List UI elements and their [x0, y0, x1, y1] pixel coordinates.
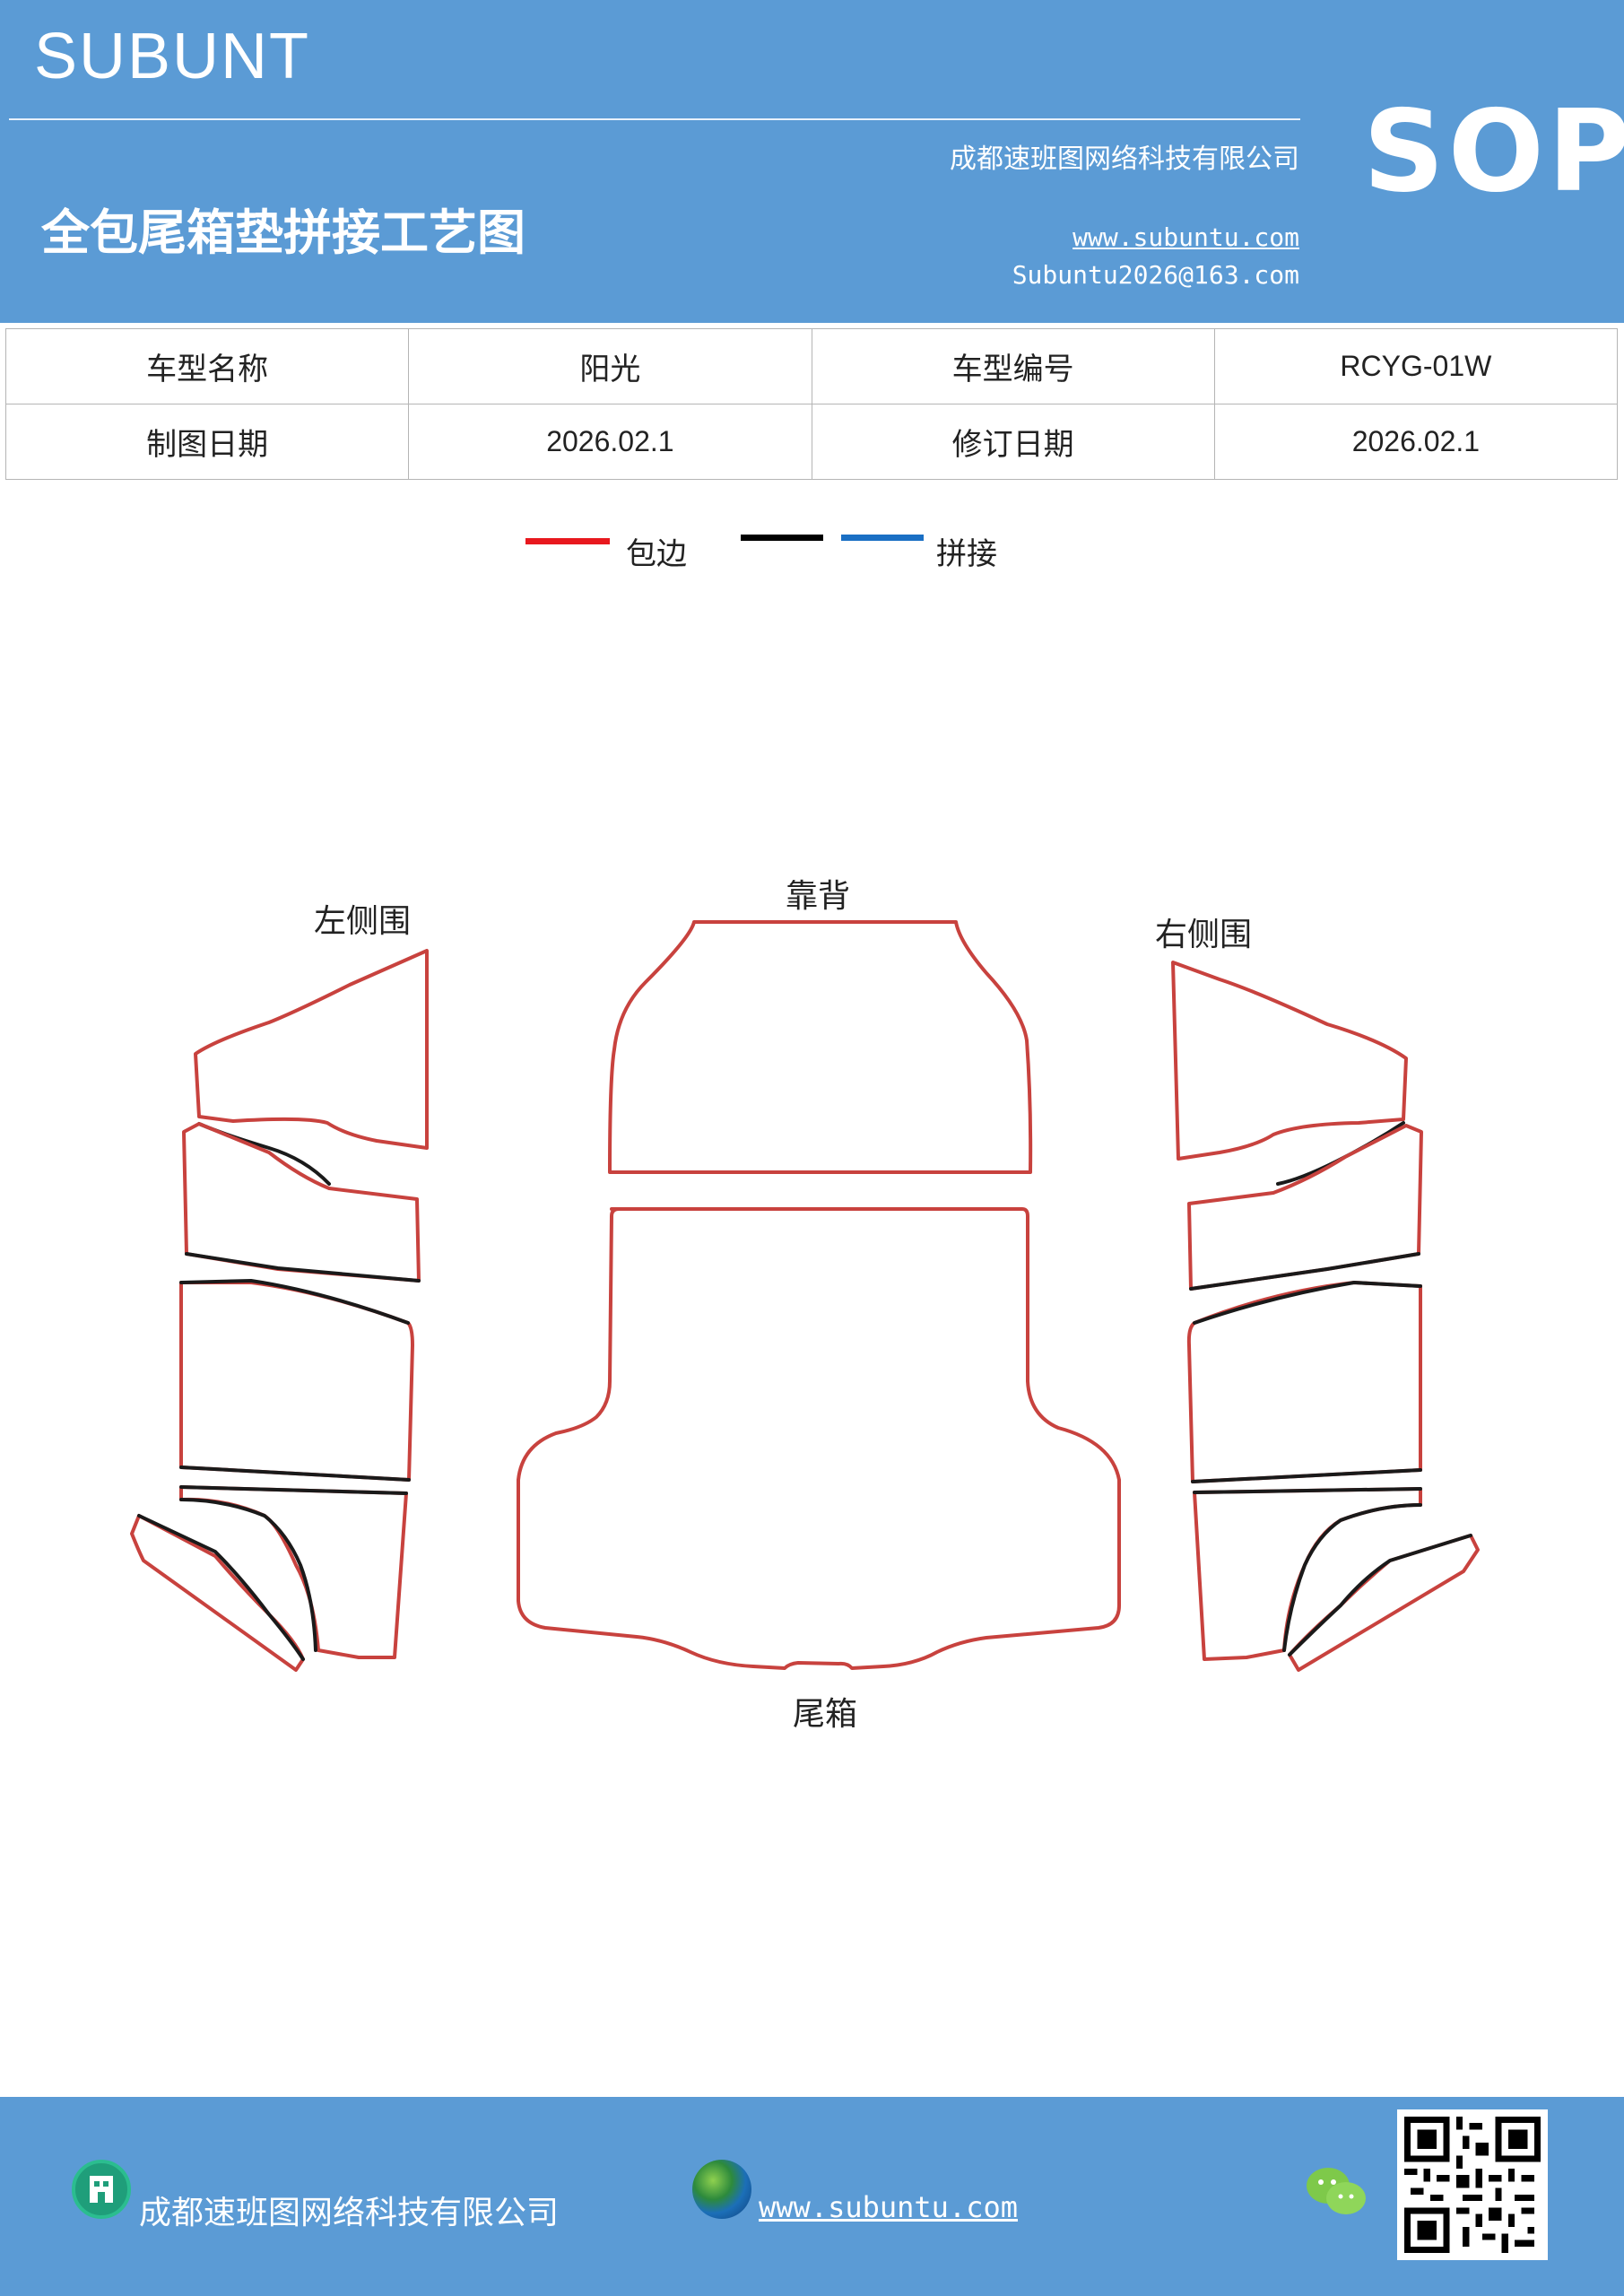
header-email[interactable]: Subuntu2026@163.com [1012, 260, 1299, 290]
left-panel-4 [179, 1485, 408, 1659]
left-side-label: 左侧围 [314, 903, 412, 940]
right-panel-1-seam [1276, 1121, 1405, 1186]
left-panel-2-seam [185, 1252, 421, 1283]
right-side-label: 右侧围 [1155, 917, 1253, 953]
building-icon [72, 2160, 131, 2219]
right-side-panels [1171, 961, 1480, 1672]
trunk-label: 尾箱 [793, 1696, 858, 1733]
revise-date-value: 2026.02.1 [1213, 404, 1619, 480]
left-panel-5-seam [137, 1514, 305, 1661]
legend: 包边 拼接 [0, 520, 1624, 583]
model-code-value: RCYG-01W [1213, 328, 1619, 404]
left-panel-5 [130, 1514, 305, 1672]
legend-red-line [525, 538, 610, 544]
vehicle-info-table: 车型名称 阳光 车型编号 RCYG-01W 制图日期 2026.02.1 修订日… [4, 328, 1619, 480]
backrest-label: 靠背 [786, 878, 851, 915]
qr-code[interactable] [1397, 2109, 1548, 2260]
right-panel-2-seam [1189, 1252, 1420, 1291]
left-panel-3-seam-bottom [179, 1465, 411, 1482]
draw-date-label: 制图日期 [4, 404, 410, 480]
table-row: 车型名称 阳光 车型编号 RCYG-01W [4, 328, 1619, 404]
right-panel-5 [1288, 1534, 1480, 1672]
header-company: 成都速班图网络科技有限公司 [950, 144, 1299, 175]
backrest-panel [608, 920, 1033, 1174]
legend-label-seam: 拼接 [936, 536, 997, 572]
header-divider [9, 118, 1300, 120]
footer-banner: 成都速班图网络科技有限公司 www.subuntu.com [0, 2097, 1624, 2296]
right-panel-5-seam [1288, 1534, 1472, 1657]
brand-name: SUBUNT [34, 21, 311, 92]
sop-badge: SOP [1363, 85, 1624, 217]
right-panel-3-seam-top [1193, 1281, 1422, 1325]
revise-date-label: 修订日期 [811, 404, 1215, 480]
wechat-icon[interactable] [1305, 2164, 1368, 2220]
header-website-link[interactable]: www.subuntu.com [1073, 222, 1299, 252]
left-panel-3-seam-top [179, 1279, 410, 1325]
draw-date-value: 2026.02.1 [408, 404, 812, 480]
model-name-label: 车型名称 [4, 328, 410, 404]
footer-company: 成都速班图网络科技有限公司 [139, 2195, 560, 2231]
footer-website-link[interactable]: www.subuntu.com [759, 2190, 1018, 2224]
model-name-value: 阳光 [408, 328, 812, 404]
right-panel-4-seam [1193, 1487, 1422, 1652]
header-banner: SUBUNT 成都速班图网络科技有限公司 全包尾箱垫拼接工艺图 www.subu… [0, 0, 1624, 323]
legend-black-line [741, 535, 823, 541]
legend-blue-line [841, 535, 924, 541]
trunk-panel [517, 1207, 1121, 1670]
left-panel-4-seam [179, 1485, 408, 1652]
left-panel-1 [194, 949, 429, 1150]
table-row: 制图日期 2026.02.1 修订日期 2026.02.1 [4, 404, 1619, 480]
right-panel-3-seam-bottom [1191, 1468, 1422, 1483]
model-code-label: 车型编号 [811, 328, 1215, 404]
legend-label-edge: 包边 [626, 536, 687, 572]
right-panel-1 [1171, 961, 1408, 1161]
globe-icon [692, 2160, 751, 2219]
document-title: 全包尾箱垫拼接工艺图 [41, 204, 525, 261]
left-side-panels [130, 949, 429, 1672]
